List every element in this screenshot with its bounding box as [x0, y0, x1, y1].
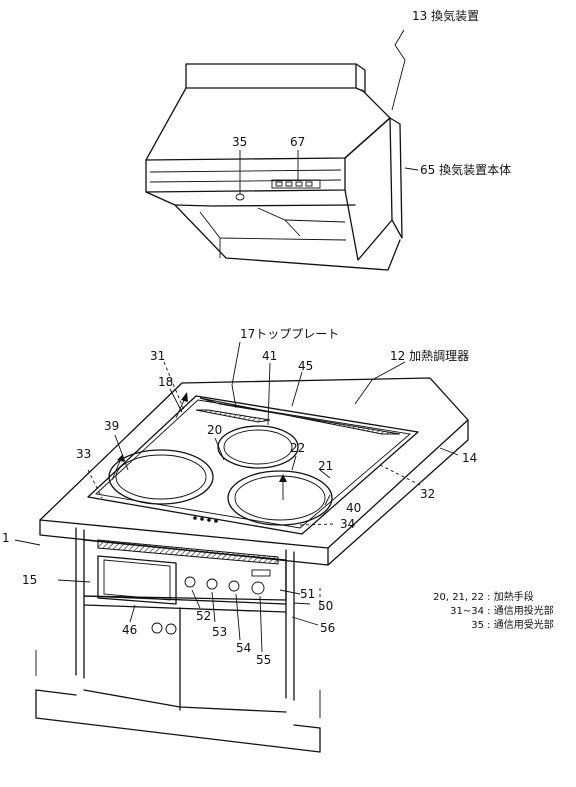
cooktop — [39, 361, 469, 566]
legend-desc: 通信用投光部 — [493, 606, 554, 617]
legend-key: 35 — [471, 620, 484, 631]
legend-row-receiver: 35 : 通信用受光部 — [418, 619, 568, 633]
label-39: 39 — [104, 419, 119, 433]
legend-desc: 加熱手段 — [493, 592, 534, 603]
label-51: 51 — [300, 587, 315, 601]
legend-key: 20, 21, 22 — [433, 592, 484, 603]
label-22: 22 — [290, 441, 305, 455]
legend-sep: : — [484, 606, 494, 617]
label-20: 20 — [207, 423, 222, 437]
label-52: 52 — [196, 609, 211, 623]
legend-sep: : — [484, 592, 494, 603]
label-31: 31 — [150, 349, 165, 363]
label-56: 56 — [320, 621, 335, 635]
cabinet — [35, 527, 321, 753]
label-14: 14 — [462, 451, 477, 465]
label-67: 67 — [290, 135, 305, 149]
label-41: 41 — [262, 349, 277, 363]
label-45: 45 — [298, 359, 313, 373]
label-33: 33 — [76, 447, 91, 461]
label-32: 32 — [420, 487, 435, 501]
legend-row-emitter: 31~34 : 通信用投光部 — [418, 605, 568, 619]
label-15: 15 — [22, 573, 37, 587]
reference-labels: 13 換気装置 65 換気装置本体 35 67 17トッププレート 12 加熱調… — [2, 8, 511, 667]
legend: 20, 21, 22 : 加熱手段 31~34 : 通信用投光部 35 : 通信… — [418, 591, 568, 633]
label-cooker: 12 加熱調理器 — [390, 349, 469, 363]
legend-sep: : — [484, 620, 494, 631]
label-hood: 13 換気装置 — [412, 8, 479, 23]
label-1: 1 — [2, 531, 10, 545]
label-hood-body: 65 換気装置本体 — [420, 162, 511, 177]
label-35: 35 — [232, 135, 247, 149]
label-53: 53 — [212, 625, 227, 639]
legend-desc: 通信用受光部 — [493, 620, 554, 631]
range-hood — [145, 29, 419, 271]
label-50: 50 — [318, 599, 333, 613]
label-18: 18 — [158, 375, 173, 389]
label-55: 55 — [256, 653, 271, 667]
label-40: 40 — [346, 501, 361, 515]
legend-key: 31~34 — [450, 606, 484, 617]
leader-lines — [14, 341, 459, 653]
legend-row-heating: 20, 21, 22 : 加熱手段 — [418, 591, 568, 605]
label-21: 21 — [318, 459, 333, 473]
label-46: 46 — [122, 623, 137, 637]
label-54: 54 — [236, 641, 251, 655]
label-34: 34 — [340, 517, 355, 531]
label-topplate: 17トッププレート — [240, 327, 339, 341]
